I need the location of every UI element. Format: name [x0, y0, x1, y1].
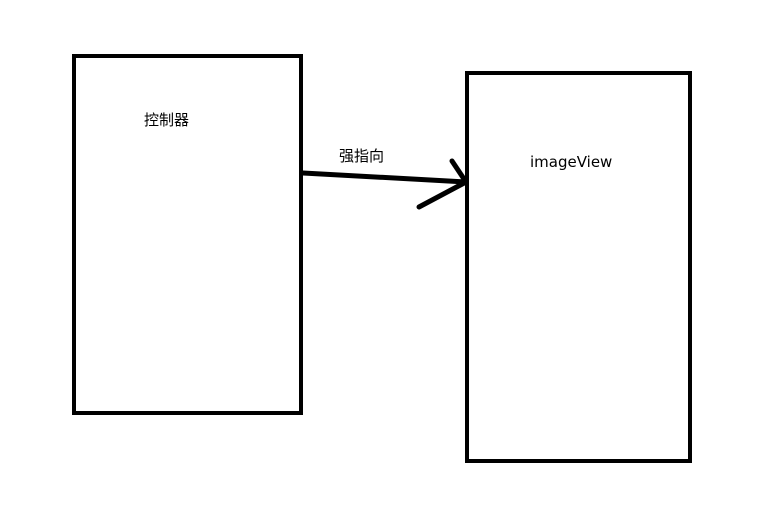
arrow-line: [300, 170, 469, 185]
arrow-label: 强指向: [339, 147, 385, 165]
controller-node: [72, 54, 303, 415]
imageview-node: [465, 71, 692, 463]
arrowhead-icon: [416, 158, 469, 210]
controller-label: 控制器: [144, 111, 190, 129]
imageview-label: imageView: [530, 153, 613, 171]
